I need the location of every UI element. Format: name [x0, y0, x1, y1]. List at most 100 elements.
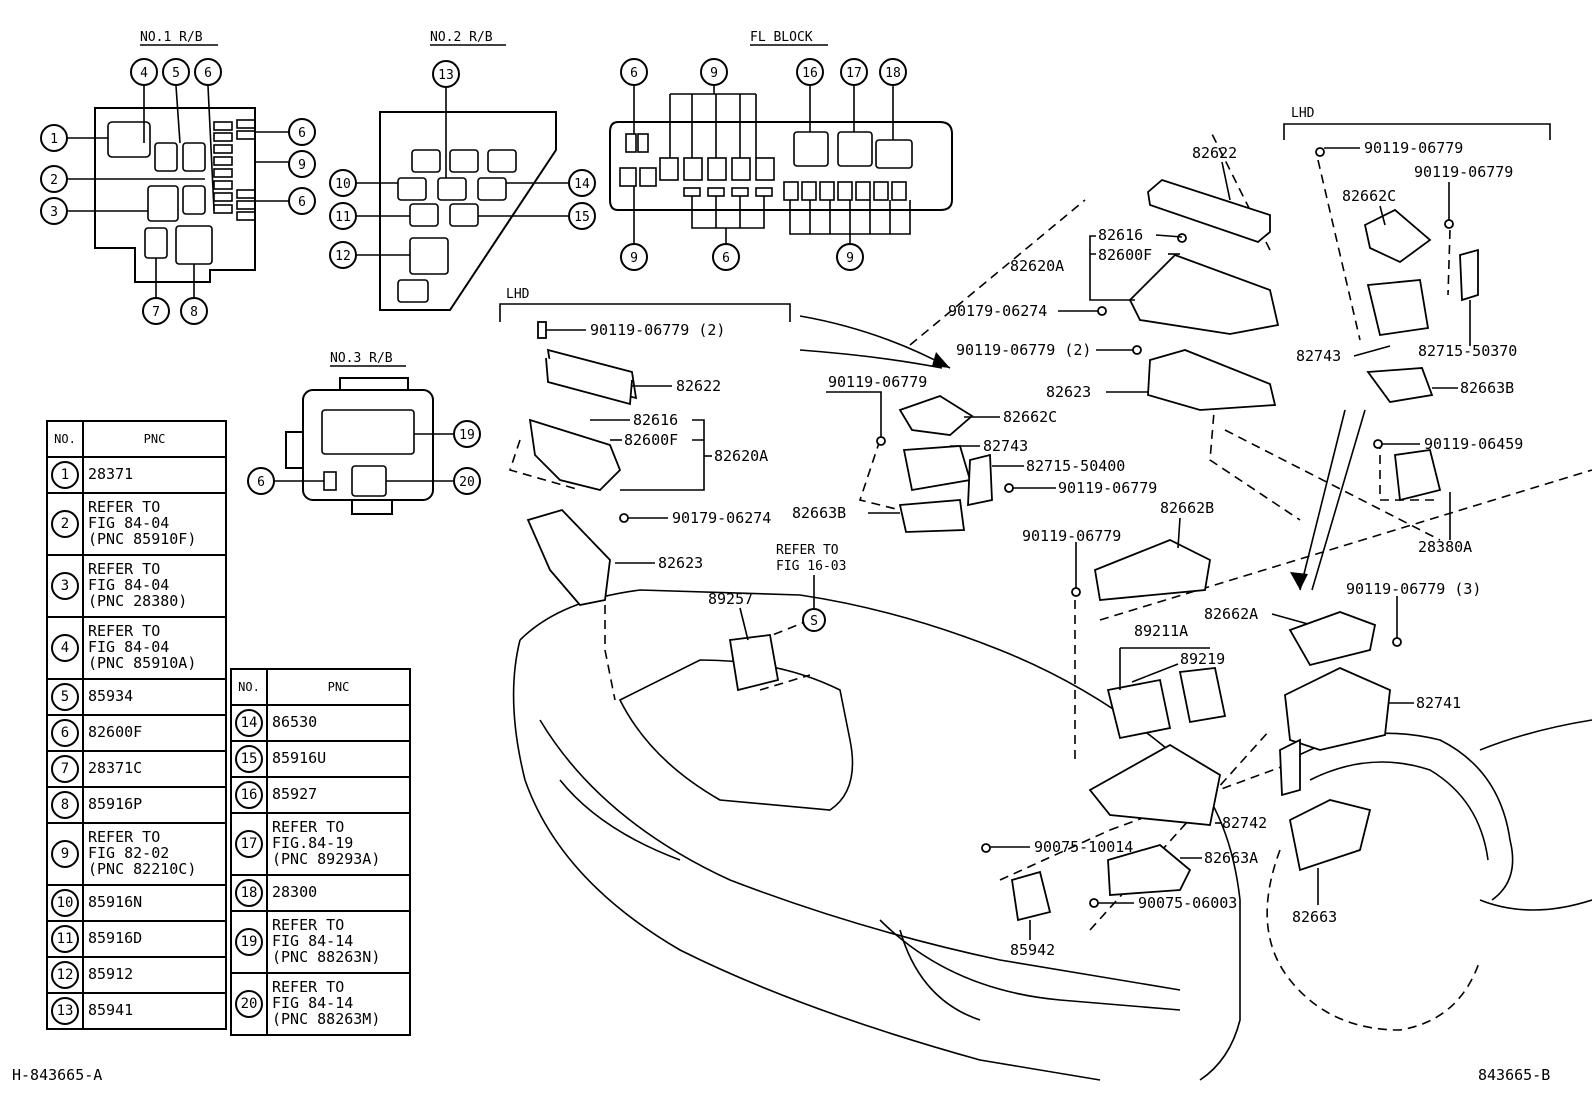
row-pnc: 85916U: [266, 740, 411, 778]
label-90119-06779-mid: 90119-06779: [828, 373, 927, 391]
row-pnc: 82600F: [82, 714, 227, 752]
header-no: NO.: [46, 420, 84, 458]
svg-text:6: 6: [630, 66, 638, 81]
row-number: 20: [230, 972, 268, 1036]
svg-text:6: 6: [298, 195, 306, 210]
svg-text:20: 20: [459, 475, 475, 490]
row-pnc: 85941: [82, 992, 227, 1030]
callout-number: 16: [235, 781, 263, 809]
svg-text:1: 1: [50, 132, 58, 147]
svg-text:9: 9: [710, 66, 718, 81]
components: [526, 147, 1479, 922]
svg-text:7: 7: [152, 305, 160, 320]
rb2-title: NO.2 R/B: [430, 30, 493, 45]
rb3-title: NO.3 R/B: [330, 351, 393, 366]
header-pnc: PNC: [266, 668, 411, 706]
row-pnc: REFER TO FIG 84-14 (PNC 88263M): [266, 972, 411, 1036]
svg-text:9: 9: [630, 251, 638, 266]
label-90075-06003: 90075-06003: [1138, 894, 1237, 912]
svg-text:5: 5: [172, 66, 180, 81]
label-82663B-right: 82663B: [1460, 379, 1514, 397]
row-number: 11: [46, 920, 84, 958]
svg-text:3: 3: [50, 205, 58, 220]
label-82715-50370: 82715-50370: [1418, 342, 1517, 360]
label-82616-left: 82616: [633, 411, 678, 429]
row-number: 4: [46, 616, 84, 680]
svg-text:4: 4: [140, 66, 148, 81]
label-89211A: 89211A: [1134, 622, 1188, 640]
label-90119-06779-lhd2: 90119-06779: [1414, 163, 1513, 181]
row-number: 12: [46, 956, 84, 994]
fl-block-title: FL BLOCK: [750, 30, 813, 45]
label-90119-06779-2-right: 90119-06779 (2): [956, 341, 1091, 359]
callout-number: 1: [51, 461, 79, 489]
row-pnc: 85934: [82, 678, 227, 716]
callout-number: 2: [51, 510, 79, 538]
lhd-label-right: LHD: [1291, 106, 1315, 121]
row-number: 19: [230, 910, 268, 974]
callout-number: 12: [51, 961, 79, 989]
label-90075-10014: 90075-10014: [1034, 838, 1133, 856]
label-82600F-left: 82600F: [624, 431, 678, 449]
callout-number: 8: [51, 791, 79, 819]
row-number: 1: [46, 456, 84, 494]
row-pnc: REFER TO FIG 82-02 (PNC 82210C): [82, 822, 227, 886]
label-82663B-mid: 82663B: [792, 504, 846, 522]
label-82620A-right: 82620A: [1010, 257, 1064, 275]
row-pnc: REFER TO FIG 84-04 (PNC 28380): [82, 554, 227, 618]
label-90119-06779-3: 90119-06779 (3): [1346, 580, 1481, 598]
rb2-diagram: NO.2 R/B 13 10 14 11 15 12: [329, 30, 596, 311]
row-pnc: REFER TO FIG.84-19 (PNC 89293A): [266, 812, 411, 876]
label-82715-50400: 82715-50400: [1026, 457, 1125, 475]
part-labels: 90119-06779 (2) 82622 82616 82600F 82620…: [546, 139, 1523, 959]
label-28380A: 28380A: [1418, 538, 1472, 556]
row-pnc: 85916D: [82, 920, 227, 958]
svg-text:18: 18: [885, 66, 901, 81]
label-82616-right: 82616: [1098, 226, 1143, 244]
svg-text:11: 11: [335, 210, 351, 225]
label-90119-06779-2-left: 90119-06779 (2): [590, 321, 725, 339]
label-82663A: 82663A: [1204, 849, 1258, 867]
rb1-diagram: NO.1 R/B 4 5 6: [40, 30, 316, 325]
row-number: 10: [46, 884, 84, 922]
footer-left-code: H-843665-A: [12, 1066, 102, 1084]
callout-number: 6: [51, 719, 79, 747]
label-82623-left: 82623: [658, 554, 703, 572]
label-82662A: 82662A: [1204, 605, 1258, 623]
svg-text:2: 2: [50, 173, 58, 188]
label-fig-16-03: FIG 16-03: [776, 559, 846, 574]
relations: [508, 129, 1592, 931]
label-90119-06779-lower: 90119-06779: [1022, 527, 1121, 545]
callout-number: 14: [235, 709, 263, 737]
label-82622-left: 82622: [676, 377, 721, 395]
row-pnc: 85912: [82, 956, 227, 994]
svg-text:10: 10: [335, 177, 351, 192]
row-number: 3: [46, 554, 84, 618]
table-header-row: NO.PNC: [46, 420, 227, 458]
callout-number: 17: [235, 830, 263, 858]
svg-text:6: 6: [298, 126, 306, 141]
callout-number: 7: [51, 755, 79, 783]
svg-text:6: 6: [257, 475, 265, 490]
row-pnc: 85916N: [82, 884, 227, 922]
label-90119-06779-mid2: 90119-06779: [1058, 479, 1157, 497]
label-82600F-right: 82600F: [1098, 246, 1152, 264]
label-82663: 82663: [1292, 908, 1337, 926]
callout-number: 18: [235, 879, 263, 907]
lhd-brackets: LHD LHD: [499, 106, 1551, 322]
row-pnc: 28300: [266, 874, 411, 912]
label-90119-06779-lhd1: 90119-06779: [1364, 139, 1463, 157]
callout-number: 20: [235, 990, 263, 1018]
label-82662C-mid: 82662C: [1003, 408, 1057, 426]
label-refer-to: REFER TO: [776, 543, 839, 558]
row-number: 5: [46, 678, 84, 716]
label-90179-06274-right: 90179-06274: [948, 302, 1047, 320]
